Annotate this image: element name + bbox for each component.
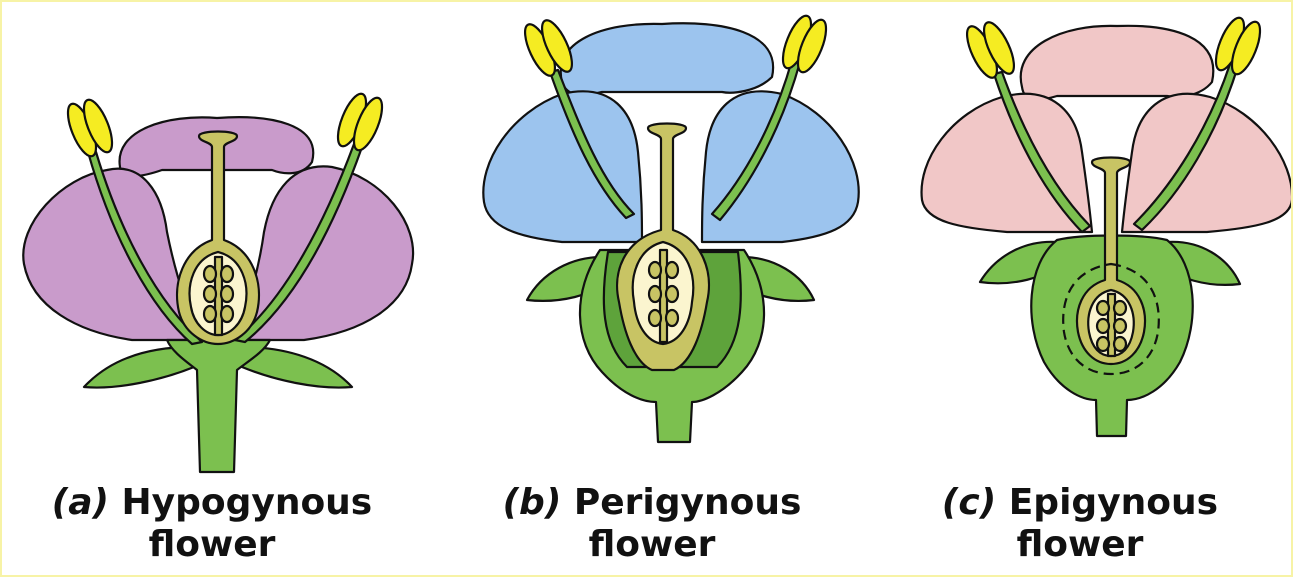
flower-diagram: [2, 2, 1291, 482]
caption-c-letter: (c): [942, 482, 996, 523]
epigynous-back-petal: [1021, 26, 1214, 100]
caption-c-suffix: flower: [900, 524, 1260, 566]
epigynous-flower: [922, 14, 1291, 436]
perigynous-anther-left: [519, 16, 578, 79]
caption-perigynous: (b) Perigynous flower: [472, 482, 832, 566]
epigynous-anther-left: [961, 18, 1020, 81]
caption-a-name: Hypogynous: [121, 482, 372, 523]
caption-b-letter: (b): [503, 482, 562, 523]
hypogynous-anther-right: [332, 90, 388, 153]
caption-b-name: Perigynous: [574, 482, 802, 523]
caption-epigynous: (c) Epigynous flower: [900, 482, 1260, 566]
caption-c-name: Epigynous: [1009, 482, 1218, 523]
epigynous-ovules: [1097, 294, 1126, 356]
caption-hypogynous: (a) Hypogynous flower: [32, 482, 392, 566]
epigynous-anther-right: [1210, 14, 1266, 77]
perigynous-anther-right: [777, 12, 832, 75]
hypogynous-anther-left: [62, 96, 118, 159]
hypogynous-flower: [23, 90, 413, 472]
caption-b-suffix: flower: [472, 524, 832, 566]
perigynous-left-petal: [483, 91, 642, 242]
caption-a-letter: (a): [52, 482, 109, 523]
perigynous-back-petal: [561, 23, 773, 95]
caption-a-suffix: flower: [32, 524, 392, 566]
perigynous-flower: [483, 12, 858, 442]
